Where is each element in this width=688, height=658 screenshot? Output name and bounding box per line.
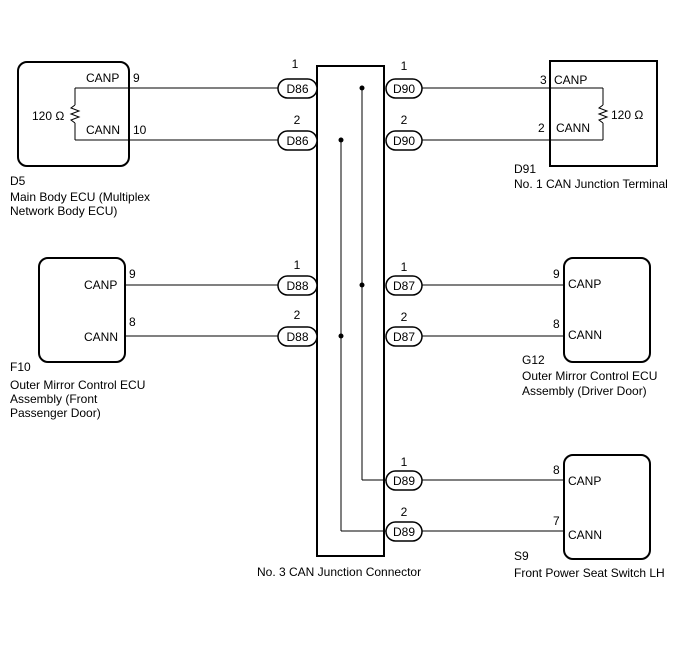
- s9-code: S9: [514, 549, 529, 563]
- svg-text:D90: D90: [393, 82, 415, 96]
- svg-text:D88: D88: [286, 279, 308, 293]
- f10-ecu-box: [38, 257, 126, 363]
- svg-text:D90: D90: [393, 134, 415, 148]
- g12-name-line2: Assembly (Driver Door): [522, 384, 647, 398]
- connector-d86-pin1: D86 1: [277, 57, 318, 99]
- s9-cann-pin: 7: [553, 514, 560, 528]
- connector-d88-pin1: D88 1: [277, 258, 318, 296]
- svg-text:1: 1: [401, 455, 408, 469]
- f10-canp-label: CANP: [84, 278, 117, 292]
- f10-canp-pin: 9: [129, 267, 136, 281]
- d91-cann-pin: 2: [538, 121, 545, 135]
- d91-canp-label: CANP: [554, 73, 587, 87]
- svg-text:D87: D87: [393, 330, 415, 344]
- s9-switch-box: [563, 454, 651, 560]
- svg-text:D89: D89: [393, 525, 415, 539]
- d5-name-line2: Network Body ECU): [10, 204, 117, 218]
- g12-code: G12: [522, 353, 545, 367]
- g12-name-line1: Outer Mirror Control ECU: [522, 369, 657, 383]
- d91-terminal-box: [549, 60, 658, 167]
- connector-d87-pin2: D87 2: [385, 310, 423, 347]
- connector-d88-pin2: D88 2: [277, 308, 318, 347]
- svg-text:D86: D86: [286, 82, 308, 96]
- junction-dot: [359, 85, 365, 91]
- d5-name-line1: Main Body ECU (Multiplex: [10, 190, 150, 204]
- svg-text:1: 1: [401, 59, 408, 73]
- f10-code: F10: [10, 360, 31, 374]
- d91-name-line1: No. 1 CAN Junction Terminal: [514, 177, 668, 191]
- s9-name-line1: Front Power Seat Switch LH: [514, 566, 665, 580]
- g12-ecu-box: [563, 257, 651, 363]
- d91-canp-pin: 3: [540, 73, 547, 87]
- connector-d89-pin1: D89 1: [385, 455, 423, 491]
- junction-dot: [338, 333, 344, 339]
- g12-canp-label: CANP: [568, 277, 601, 291]
- svg-text:2: 2: [401, 113, 408, 127]
- svg-text:D89: D89: [393, 474, 415, 488]
- f10-name-line1: Outer Mirror Control ECU: [10, 378, 145, 392]
- g12-cann-pin: 8: [553, 317, 560, 331]
- d5-canp-pin: 9: [133, 71, 140, 85]
- d5-resistor-label: 120 Ω: [32, 109, 64, 123]
- s9-canp-pin: 8: [553, 463, 560, 477]
- svg-text:D87: D87: [393, 279, 415, 293]
- svg-text:2: 2: [401, 310, 408, 324]
- d5-cann-label: CANN: [86, 123, 120, 137]
- svg-text:2: 2: [294, 113, 301, 127]
- connector-d90-pin2: D90 2: [385, 113, 423, 151]
- d91-resistor-icon: [597, 104, 609, 124]
- connector-d89-pin2: D89 2: [385, 505, 423, 542]
- d5-resistor-icon: [69, 104, 81, 124]
- g12-canp-pin: 9: [553, 267, 560, 281]
- junction-connector-box: [316, 65, 385, 557]
- svg-text:1: 1: [292, 57, 299, 71]
- connector-d90-pin1: D90 1: [385, 59, 423, 99]
- d5-cann-pin: 10: [133, 123, 147, 137]
- connector-d87-pin1: D87 1: [385, 260, 423, 296]
- d91-resistor-label: 120 Ω: [611, 108, 643, 122]
- d91-cann-label: CANN: [556, 121, 590, 135]
- f10-cann-pin: 8: [129, 315, 136, 329]
- junction-dot: [359, 282, 365, 288]
- junction-connector-label: No. 3 CAN Junction Connector: [257, 565, 421, 579]
- g12-cann-label: CANN: [568, 328, 602, 342]
- d5-code: D5: [10, 174, 26, 188]
- svg-text:1: 1: [294, 258, 301, 272]
- f10-name-line2: Assembly (Front: [10, 392, 98, 406]
- d91-code: D91: [514, 162, 536, 176]
- d5-ecu-box: [17, 61, 130, 167]
- f10-cann-label: CANN: [84, 330, 118, 344]
- svg-text:D86: D86: [286, 134, 308, 148]
- d5-canp-label: CANP: [86, 71, 119, 85]
- svg-text:1: 1: [401, 260, 408, 274]
- junction-dot: [338, 137, 344, 143]
- s9-cann-label: CANN: [568, 528, 602, 542]
- svg-text:2: 2: [294, 308, 301, 322]
- f10-name-line3: Passenger Door): [10, 406, 101, 420]
- svg-text:D88: D88: [286, 330, 308, 344]
- svg-text:2: 2: [401, 505, 408, 519]
- connector-d86-pin2: D86 2: [277, 113, 318, 151]
- s9-canp-label: CANP: [568, 474, 601, 488]
